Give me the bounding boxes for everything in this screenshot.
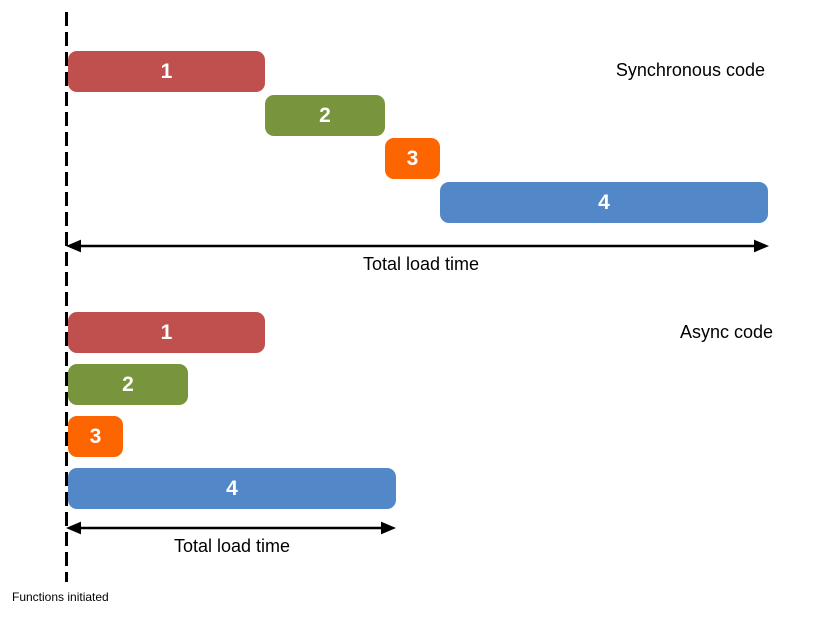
async-total-load-time-label: Total load time	[173, 536, 291, 556]
sync-bar-2: 2	[265, 95, 385, 136]
functions-initiated-label: Functions initiated	[12, 590, 109, 604]
sync-total-load-arrow	[66, 239, 769, 253]
async-bar-3: 3	[68, 416, 123, 457]
section-label-async: Async code	[679, 322, 773, 342]
sync-bar-3: 3	[385, 138, 440, 179]
async-bar-2: 2	[68, 364, 188, 405]
section-label-synchronous: Synchronous code	[615, 60, 765, 80]
async-total-load-arrow	[66, 521, 396, 535]
sync-total-load-time-label: Total load time	[362, 254, 480, 274]
async-bar-4: 4	[68, 468, 396, 509]
sync-bar-1: 1	[68, 51, 265, 92]
async-bar-1: 1	[68, 312, 265, 353]
sync-bar-4: 4	[440, 182, 768, 223]
